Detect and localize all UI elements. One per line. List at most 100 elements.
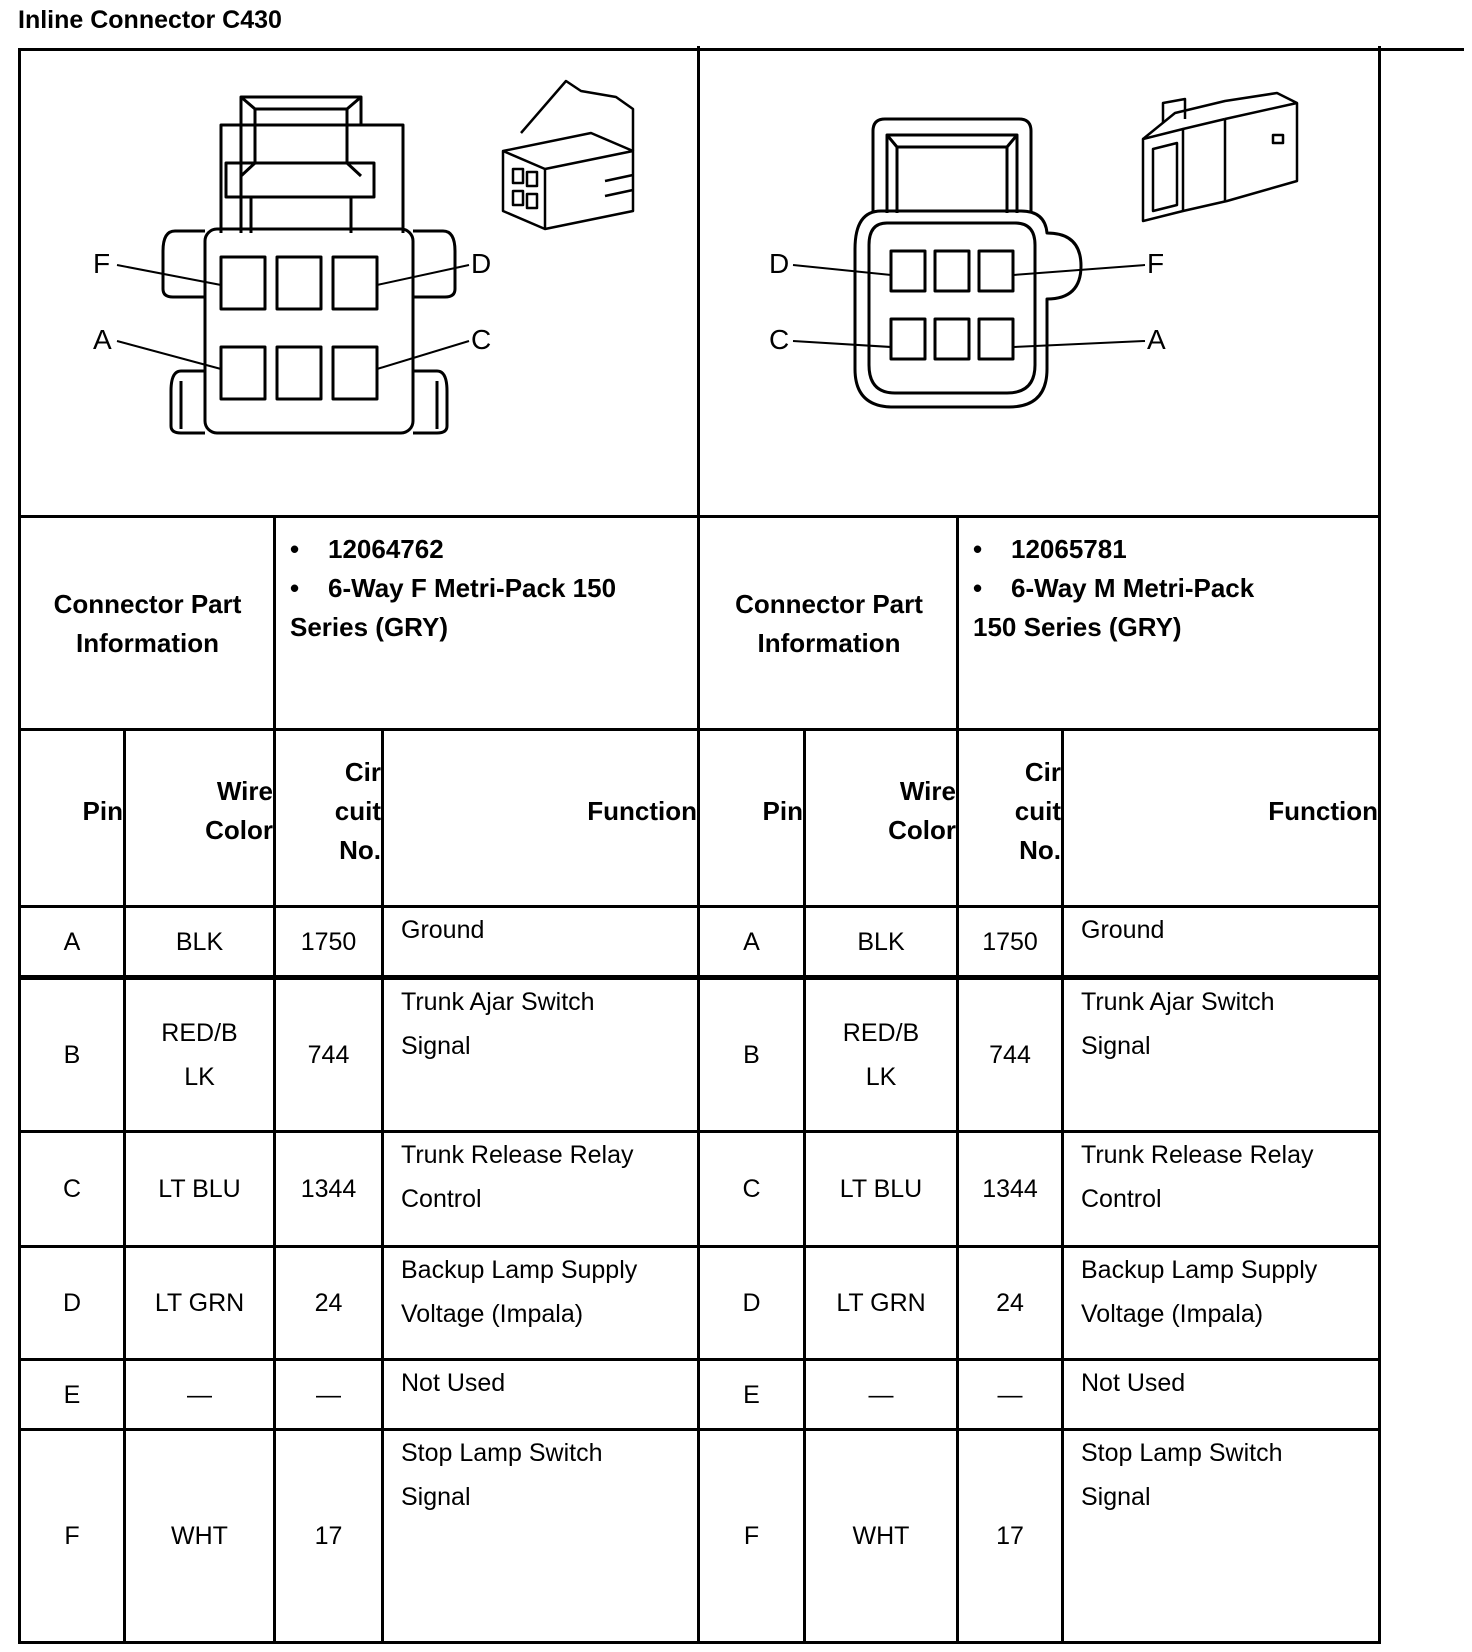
left-part-number: 12064762 xyxy=(328,534,444,564)
pin-cell: D xyxy=(700,1248,803,1358)
header-function-text: Function xyxy=(587,795,697,826)
bullet: • xyxy=(973,573,983,603)
pin-cell: F xyxy=(21,1431,123,1641)
right-pin-label-c: C xyxy=(769,324,789,355)
grid-line xyxy=(273,515,276,1644)
wire-color-cell-text: RED/B xyxy=(161,1019,238,1047)
pin-cell: E xyxy=(21,1361,123,1428)
left-connector-thumbnail xyxy=(501,79,635,231)
function-cell-text: Stop Lamp Switch xyxy=(401,1439,603,1467)
wire-color-cell: LT GRN xyxy=(806,1248,956,1358)
function-cell-text: Trunk Release Relay xyxy=(1081,1141,1314,1169)
pin-cell-text: A xyxy=(63,927,81,956)
header-circuit-number-text: Cir xyxy=(1024,756,1061,787)
circuit-number-cell-text: 24 xyxy=(996,1289,1024,1317)
wire-color-cell-text: LT BLU xyxy=(839,1175,923,1203)
circuit-number-cell-text: 744 xyxy=(989,1041,1031,1069)
bullet: • xyxy=(290,534,300,564)
right-part-description-2: 150 Series (GRY) xyxy=(973,612,1182,642)
circuit-number-cell: 1750 xyxy=(959,908,1061,975)
wire-color-cell: WHT xyxy=(806,1431,956,1641)
pin-cell-text: C xyxy=(62,1175,82,1203)
header-function-text: Function xyxy=(1268,795,1378,826)
wire-color-cell-text: LK xyxy=(865,1063,897,1091)
pin-cell: B xyxy=(21,980,123,1130)
pin-cell: E xyxy=(700,1361,803,1428)
wire-color-cell: LT BLU xyxy=(126,1133,273,1245)
header-wire-color-text: Wire xyxy=(899,776,956,806)
pin-cell: A xyxy=(21,908,123,975)
circuit-number-cell: 1344 xyxy=(276,1133,381,1245)
pin-cell: F xyxy=(700,1431,803,1641)
header-function: Function xyxy=(1064,731,1378,905)
wire-color-cell: — xyxy=(126,1361,273,1428)
wire-color-cell: RED/B LK xyxy=(126,980,273,1130)
right-pin-label-d: D xyxy=(769,248,789,279)
right-part-info-label-line2: Information xyxy=(757,628,901,658)
header-circuit-number-text: cuit xyxy=(334,795,381,826)
circuit-number-cell-text: 744 xyxy=(307,1041,350,1069)
left-part-info-details: •12064762 •6-Way F Metri-Pack 150 Series… xyxy=(290,530,616,647)
function-cell: Ground xyxy=(1064,908,1378,975)
page-title: Inline Connector C430 xyxy=(18,6,282,34)
pin-cell: C xyxy=(21,1133,123,1245)
bullet: • xyxy=(290,573,300,603)
header-circuit-number-text: No. xyxy=(339,834,381,865)
right-connector-thumbnail xyxy=(1141,91,1299,223)
pin-cell-text: A xyxy=(743,927,760,956)
header-circuit-number-text: No. xyxy=(1019,834,1061,865)
wire-color-cell-text: — xyxy=(868,1380,894,1409)
circuit-number-cell-text: 1344 xyxy=(982,1175,1038,1203)
grid-line xyxy=(803,728,806,1644)
function-cell-text: Voltage (Impala) xyxy=(1081,1300,1264,1328)
pin-cell-text: D xyxy=(742,1289,761,1317)
header-function: Function xyxy=(384,731,697,905)
left-pin-label-a: A xyxy=(93,324,112,355)
wire-color-cell-text: LT GRN xyxy=(836,1289,926,1317)
function-cell-text: Signal xyxy=(401,1032,471,1060)
pin-cell-text: B xyxy=(63,1041,81,1069)
function-cell: Not Used xyxy=(1064,1361,1378,1428)
left-part-description-2: Series (GRY) xyxy=(290,612,448,642)
function-cell-text: Trunk Ajar Switch xyxy=(401,988,595,1016)
grid-line xyxy=(123,728,126,1644)
grid-line xyxy=(1061,728,1064,1644)
grid-line xyxy=(697,46,700,1644)
header-circuit-number-text: cuit xyxy=(1014,795,1061,826)
function-cell-text: Stop Lamp Switch xyxy=(1081,1439,1283,1467)
circuit-number-cell-text: 1750 xyxy=(982,927,1038,956)
circuit-number-cell: 17 xyxy=(959,1431,1061,1641)
grid-line xyxy=(1378,46,1381,1644)
circuit-number-cell: 17 xyxy=(276,1431,381,1641)
header-pin: Pin xyxy=(700,731,803,905)
header-pin-text: Pin xyxy=(762,795,803,826)
pin-cell-text: B xyxy=(743,1041,760,1069)
pin-cell: C xyxy=(700,1133,803,1245)
pin-cell-text: F xyxy=(64,1522,80,1550)
circuit-number-cell-text: 24 xyxy=(314,1289,343,1317)
left-part-info-label-line1: Connector Part xyxy=(53,589,242,619)
function-cell: Ground xyxy=(384,908,697,975)
function-cell-text: Signal xyxy=(1081,1483,1151,1511)
function-cell-text: Ground xyxy=(401,916,485,944)
wire-color-cell-text: LK xyxy=(184,1063,215,1091)
wire-color-cell-text: WHT xyxy=(171,1522,228,1550)
circuit-number-cell-text: 17 xyxy=(314,1522,343,1550)
wire-color-cell-text: BLK xyxy=(175,927,224,956)
wire-color-cell: BLK xyxy=(806,908,956,975)
circuit-number-cell: 24 xyxy=(276,1248,381,1358)
wire-color-cell: LT BLU xyxy=(806,1133,956,1245)
left-pin-label-f: F xyxy=(93,248,110,279)
function-cell-text: Backup Lamp Supply xyxy=(1081,1256,1318,1284)
header-wire-color-text: Color xyxy=(888,815,956,845)
right-pin-label-f: F xyxy=(1147,248,1164,279)
function-cell-text: Signal xyxy=(401,1483,471,1511)
right-part-info-details: •12065781 •6-Way M Metri-Pack 150 Series… xyxy=(973,530,1254,647)
